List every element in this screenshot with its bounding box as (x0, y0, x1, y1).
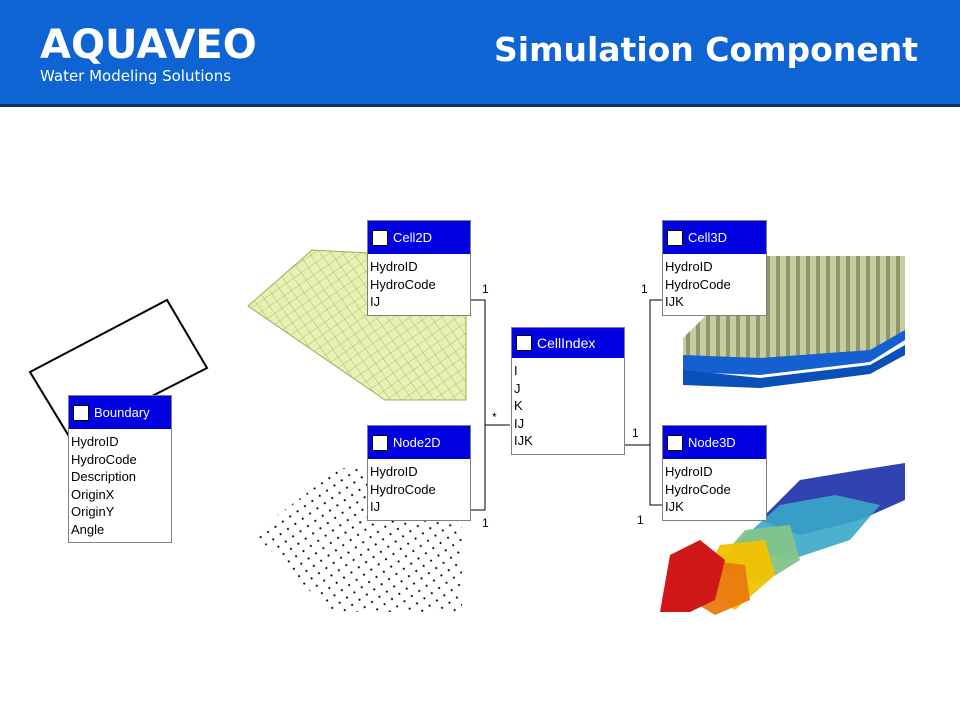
boundary-icon (73, 404, 89, 421)
field: HydroID (370, 259, 418, 274)
field: HydroCode (370, 276, 436, 292)
field: I (514, 363, 518, 378)
field: HydroCode (665, 276, 731, 292)
mult-cellindex-left: * (492, 410, 497, 424)
entity-cell2d[interactable]: Cell2D HydroID HydroCode IJ (367, 220, 471, 316)
entity-header: Boundary (69, 396, 171, 429)
mult-cell2d-end: 1 (482, 282, 489, 296)
entity-node2d[interactable]: Node2D HydroID HydroCode IJ (367, 425, 471, 521)
entity-header: Cell2D (368, 221, 470, 254)
field: IJ (514, 415, 525, 431)
cell2d-icon (372, 229, 388, 246)
node3d-pointcloud-illustration (660, 463, 905, 615)
field: IJK (665, 294, 684, 309)
boundary-shape (28, 298, 209, 440)
mult-cellindex-right: 1 (632, 426, 639, 440)
field: Angle (71, 521, 105, 537)
field: HydroID (71, 434, 119, 449)
entity-header: Cell3D (663, 221, 766, 254)
field: HydroCode (370, 481, 436, 497)
slide-title: Simulation Component (494, 30, 918, 69)
field: HydroID (665, 464, 713, 479)
header-bar: AQUAVEO Water Modeling Solutions Simulat… (0, 0, 960, 107)
relationship-lines (470, 299, 663, 511)
logo-word: AQUAVEO (40, 22, 257, 68)
aquaveo-logo: AQUAVEO Water Modeling Solutions (40, 24, 257, 85)
field: IJK (665, 499, 684, 514)
cell3d-icon (667, 229, 683, 246)
mult-cell3d-end: 1 (641, 282, 648, 296)
mult-node2d-end: 1 (482, 516, 489, 530)
entity-name: Node2D (393, 435, 441, 450)
entity-name: Boundary (94, 405, 150, 420)
entity-cellindex[interactable]: CellIndex I J K IJ IJK (511, 327, 625, 455)
entity-name: CellIndex (537, 335, 596, 351)
cell2d-link (470, 299, 510, 426)
node-icon (667, 434, 683, 451)
mult-node3d-end: 1 (637, 513, 644, 527)
entity-cell3d[interactable]: Cell3D HydroID HydroCode IJK (662, 220, 767, 316)
field: HydroID (370, 464, 418, 479)
field: K (514, 398, 523, 413)
entity-name: Cell3D (688, 230, 728, 245)
entity-name: Cell2D (393, 230, 433, 245)
entity-node3d[interactable]: Node3D HydroID HydroCode IJK (662, 425, 767, 521)
node3d-link (649, 445, 663, 506)
entity-header: Node3D (663, 426, 766, 459)
cell3d-link (624, 299, 663, 446)
field: OriginY (71, 504, 115, 519)
field: IJ (370, 294, 381, 309)
entity-boundary[interactable]: Boundary HydroID HydroCode Description O… (68, 395, 172, 543)
field: Description (71, 469, 137, 484)
field: HydroID (665, 259, 713, 274)
field: IJK (514, 433, 533, 448)
field: IJ (370, 499, 381, 514)
entity-name: Node3D (688, 435, 736, 450)
field: HydroCode (71, 451, 137, 467)
entity-header: CellIndex (512, 328, 624, 358)
field: J (514, 380, 521, 396)
entity-header: Node2D (368, 426, 470, 459)
field: HydroCode (665, 481, 731, 497)
node-icon (372, 434, 388, 451)
field: OriginX (71, 486, 115, 502)
node2d-link (470, 425, 486, 511)
logo-tagline: Water Modeling Solutions (40, 67, 232, 85)
table-icon (516, 335, 532, 351)
